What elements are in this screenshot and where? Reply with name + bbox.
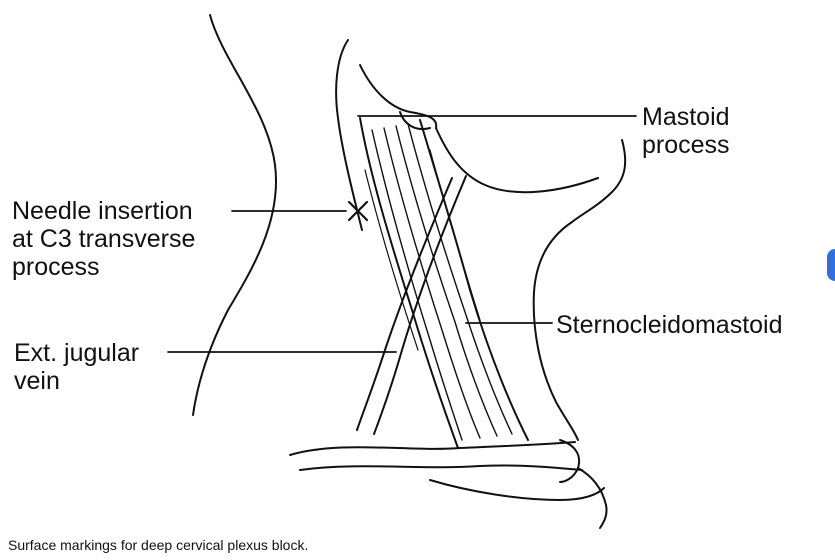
scm-fiber bbox=[364, 169, 419, 351]
label-line: Ext. jugular bbox=[14, 339, 140, 367]
mastoid-contour bbox=[399, 111, 431, 130]
sternal-notch bbox=[559, 439, 580, 483]
jaw-line bbox=[435, 127, 599, 194]
occiput-contour bbox=[335, 39, 363, 231]
ext-jugular-label: Ext. jugular vein bbox=[14, 339, 139, 395]
scm-fiber bbox=[383, 127, 481, 439]
scm-front-edge bbox=[419, 119, 529, 441]
label-line: process bbox=[642, 131, 730, 159]
sternocleidomastoid-label: Sternocleidomastoid bbox=[556, 311, 783, 339]
scm-fiber bbox=[395, 125, 498, 437]
label-line: vein bbox=[14, 367, 60, 395]
needle-insertion-label: Needle insertion at C3 transverse proces… bbox=[12, 197, 195, 281]
scm-fiber bbox=[407, 123, 513, 435]
label-line: at C3 transverse bbox=[12, 225, 196, 253]
needle-insertion-marker bbox=[347, 200, 369, 222]
scm-fiber bbox=[429, 149, 481, 321]
right-edge-handle[interactable] bbox=[827, 249, 835, 281]
label-line: Mastoid bbox=[642, 103, 730, 131]
chin-contour bbox=[571, 139, 627, 223]
figure-caption: Surface markings for deep cervical plexu… bbox=[8, 537, 309, 553]
chest-contour bbox=[429, 479, 605, 501]
ear-contour bbox=[359, 64, 438, 129]
neck-back-contour bbox=[192, 14, 277, 416]
label-line: process bbox=[12, 253, 100, 281]
label-line: Needle insertion bbox=[12, 197, 193, 225]
clavicle-lower bbox=[299, 464, 583, 471]
scm-back-edge bbox=[359, 117, 459, 449]
throat-contour bbox=[532, 221, 579, 441]
manubrium bbox=[577, 467, 608, 529]
mastoid-label: Mastoid process bbox=[642, 103, 730, 159]
clavicle-upper bbox=[289, 441, 576, 456]
ext-jugular-vein-left bbox=[356, 177, 453, 431]
ext-jugular-vein-right bbox=[373, 175, 467, 435]
scm-fiber bbox=[371, 129, 463, 441]
